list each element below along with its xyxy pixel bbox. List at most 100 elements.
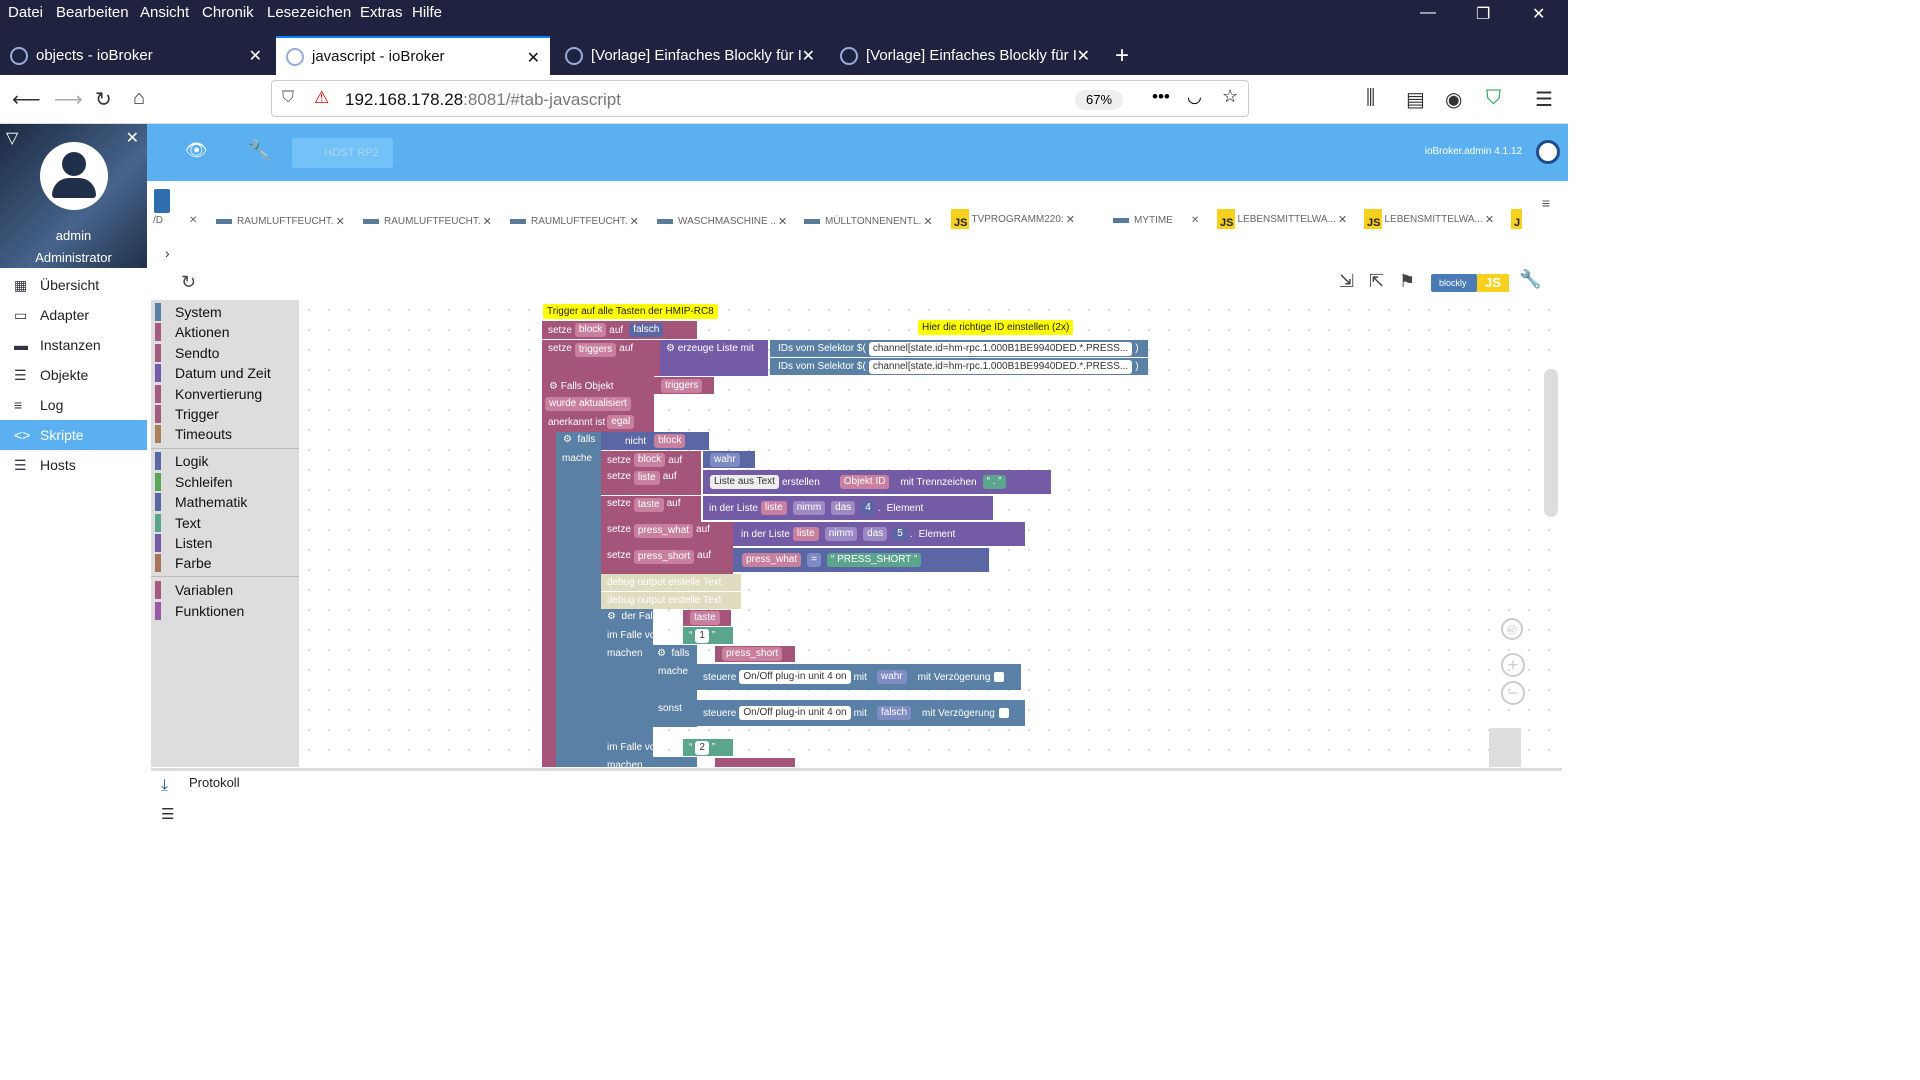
restore-icon[interactable]: ❐ xyxy=(1476,6,1491,23)
string-value[interactable]: PRESS_SHORT xyxy=(837,554,912,565)
blockly-workspace[interactable]: Trigger auf alle Tasten der HMIP-RC8 Hie… xyxy=(299,300,1562,767)
inner-if[interactable] xyxy=(651,645,697,727)
index-value[interactable]: 5 xyxy=(893,527,907,541)
flag-icon[interactable]: ⚑ xyxy=(1399,271,1416,291)
toolbox-datum[interactable]: Datum und Zeit xyxy=(155,363,299,383)
sidebar-item-skripte[interactable]: <>Skripte xyxy=(0,420,147,450)
workspace-scrollbar[interactable] xyxy=(1544,369,1558,517)
reload-icon[interactable]: ↻ xyxy=(95,89,112,111)
var-dropdown[interactable]: press_what xyxy=(742,553,802,567)
script-tab[interactable]: WASCHMASCHINE ..✕ xyxy=(657,215,787,228)
menu-icon[interactable]: ☰ xyxy=(1535,89,1553,111)
menu-bearbeiten[interactable]: Bearbeiten xyxy=(56,4,129,21)
gear-icon[interactable]: ⚙ xyxy=(563,434,572,445)
close-icon[interactable]: ✕ xyxy=(923,216,933,228)
var-dropdown[interactable]: triggers xyxy=(574,343,617,357)
toolbox-sendto[interactable]: Sendto xyxy=(155,343,299,363)
bool-value[interactable]: wahr xyxy=(710,452,740,467)
sidebar-item-uebersicht[interactable]: ▦Übersicht xyxy=(0,270,147,300)
toolbox-text[interactable]: Text xyxy=(155,513,299,533)
create-list[interactable]: ⚙ erzeuge Liste mit xyxy=(660,340,768,376)
close-icon[interactable]: ✕ xyxy=(1065,213,1075,226)
close-icon[interactable]: ✕ xyxy=(1337,213,1348,226)
delay-checkbox[interactable] xyxy=(994,672,1005,682)
selector-value[interactable]: channel[state.id=hm-rpc.1.000B1BE9940DED… xyxy=(868,341,1133,356)
toolbox-trigger[interactable]: Trigger xyxy=(155,404,299,424)
library-icon[interactable]: ⫼ xyxy=(1366,87,1376,109)
toolbox-logik[interactable]: Logik xyxy=(155,451,299,471)
debug-output-1[interactable]: debug output erstelle Text xyxy=(601,574,741,591)
tab-javascript[interactable]: javascript - ioBroker ✕ xyxy=(276,36,550,75)
tab-vorlage-2[interactable]: [Vorlage] Einfaches Blockly für I ✕ xyxy=(830,36,1100,75)
toolbox-listen[interactable]: Listen xyxy=(155,533,299,553)
bool-value[interactable]: falsch xyxy=(876,706,912,720)
script-tab-partial[interactable]: J xyxy=(1511,209,1524,229)
toolbox-schleifen[interactable]: Schleifen xyxy=(155,472,299,492)
import-icon[interactable]: ⇱ xyxy=(1369,271,1385,291)
case2-value[interactable]: “2” xyxy=(683,739,733,756)
comment-id[interactable]: Hier die richtige ID einstellen (2x) xyxy=(918,320,1074,335)
sidebar-item-hosts[interactable]: ☰Hosts xyxy=(0,450,147,480)
menu-chronik[interactable]: Chronik xyxy=(202,4,254,21)
selector-1[interactable]: IDs vom Selektor $(channel[state.id=hm-r… xyxy=(770,340,1148,357)
url-bar[interactable]: ⛉ ⚠ 192.168.178.28:8081/#tab-javascript … xyxy=(271,80,1249,117)
var-dropdown[interactable]: liste xyxy=(792,527,819,541)
filter-list-icon[interactable]: ☰ xyxy=(161,806,175,823)
triggers-var[interactable]: triggers xyxy=(654,377,714,394)
if-block[interactable] xyxy=(556,432,601,767)
close-icon[interactable]: ✕ xyxy=(629,216,639,228)
var-dropdown[interactable]: press_short xyxy=(722,647,783,661)
tab-vorlage-1[interactable]: [Vorlage] Einfaches Blockly für I ✕ xyxy=(555,36,825,75)
device-value[interactable]: On/Off plug-in unit 4 on xyxy=(739,670,851,684)
switch-block[interactable] xyxy=(601,609,653,767)
toolbox-timeouts[interactable]: Timeouts xyxy=(155,424,299,444)
host-button[interactable]: HOST RP2 xyxy=(292,138,393,168)
eye-icon[interactable]: 👁 xyxy=(185,140,208,160)
inner-if-2[interactable] xyxy=(651,757,697,767)
script-tab[interactable]: MÜLLTONNENENTL.✕ xyxy=(804,215,933,228)
var-dropdown[interactable]: taste xyxy=(633,498,664,512)
back-icon[interactable]: ⟵ xyxy=(12,89,41,111)
zoom-in-icon[interactable]: + xyxy=(1501,653,1525,677)
sidebar-item-objekte[interactable]: ☰Objekte xyxy=(0,360,147,390)
delay-checkbox[interactable] xyxy=(998,708,1009,718)
gear-icon[interactable]: ⚙ xyxy=(666,343,675,354)
account-icon[interactable]: ◉ xyxy=(1445,89,1463,111)
selector-2[interactable]: IDs vom Selektor $(channel[state.id=hm-r… xyxy=(770,358,1148,375)
close-tab-icon[interactable]: ✕ xyxy=(1076,48,1090,65)
export-icon[interactable]: ⇲ xyxy=(1339,271,1355,291)
bool-true[interactable]: wahr xyxy=(703,451,755,468)
bool-value[interactable]: falsch xyxy=(629,323,664,337)
sidebar-item-adapter[interactable]: ▭Adapter xyxy=(0,300,147,330)
close-window-icon[interactable]: ✕ xyxy=(1532,6,1546,23)
sidebar-icon[interactable]: ▤ xyxy=(1406,89,1425,111)
toolbox-aktionen[interactable]: Aktionen xyxy=(155,322,299,342)
debug-wrench-icon[interactable]: 🔧 xyxy=(1519,269,1542,289)
debug-output-2[interactable]: debug output erstelle Text xyxy=(601,592,741,609)
close-icon[interactable]: ✕ xyxy=(1484,213,1495,226)
zoom-level[interactable]: 67% xyxy=(1075,90,1123,110)
press-short-var[interactable]: press_short xyxy=(715,646,795,662)
close-icon[interactable]: ✕ xyxy=(335,216,345,228)
das-dropdown[interactable]: das xyxy=(863,527,888,541)
script-tab[interactable]: RAUMLUFTFEUCHT.✕ xyxy=(510,215,639,228)
script-tab[interactable]: /D xyxy=(153,215,163,226)
var-dropdown[interactable]: block xyxy=(633,453,666,467)
triangle-icon[interactable]: ▽ xyxy=(6,130,19,147)
ack-dropdown[interactable]: egal xyxy=(607,415,635,429)
blockly-toggle[interactable]: blockly xyxy=(1431,274,1477,292)
gear-icon[interactable]: ⚙ xyxy=(607,611,616,622)
